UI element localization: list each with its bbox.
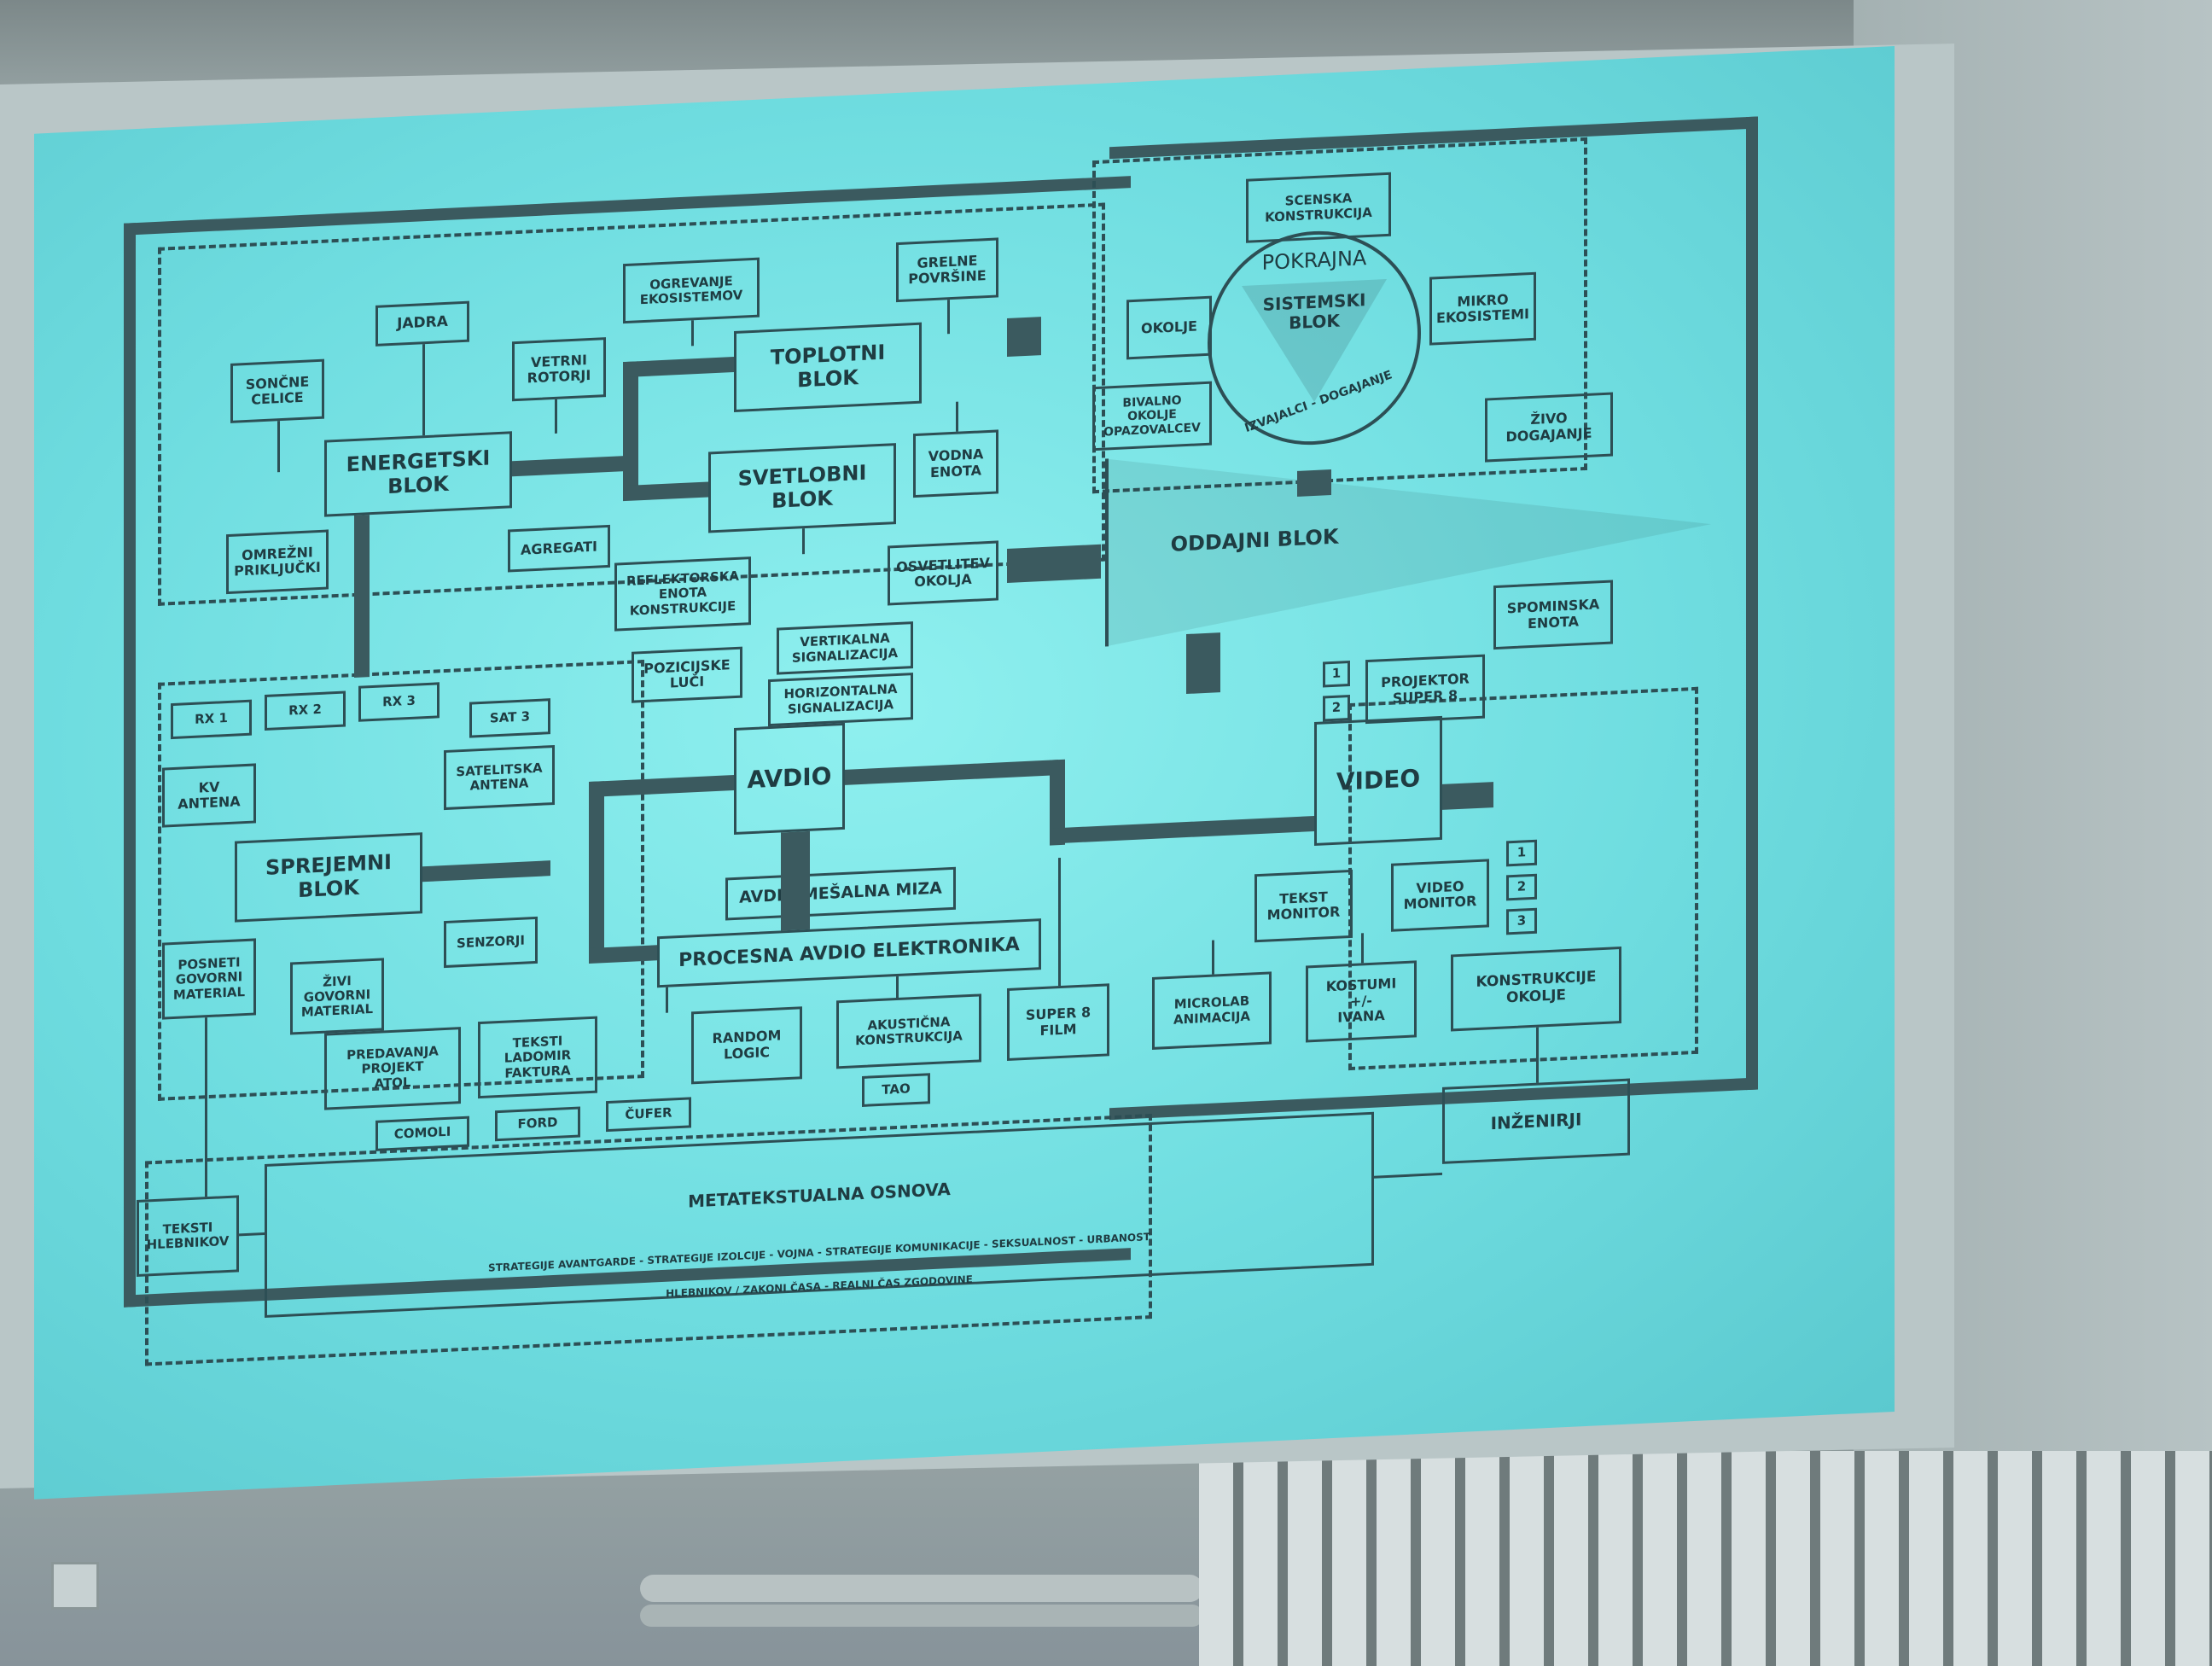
diagram-box: KV ANTENA — [162, 763, 256, 828]
diagram-box: POZICIJSKE LUČI — [632, 646, 742, 703]
diagram-box: RX 1 — [171, 699, 252, 740]
diagram-label: SISTEMSKI BLOK — [1262, 289, 1366, 334]
diagram-box: 1 — [1506, 839, 1537, 867]
wall-socket — [51, 1562, 99, 1610]
connector — [422, 344, 425, 436]
diagram-box: 2 — [1323, 695, 1350, 722]
diagram-box: SENZORJI — [444, 916, 538, 969]
diagram-box: COMOLI — [375, 1116, 469, 1151]
diagram-box: REFLEKTORSKA ENOTA KONSTRUKCIJE — [614, 556, 751, 632]
connector — [1007, 544, 1101, 583]
diagram-box: POSNETI GOVORNI MATERIAL — [162, 938, 256, 1020]
diagram-box: JADRA — [375, 300, 469, 347]
diagram-box: SPREJEMNI BLOK — [235, 832, 422, 923]
diagram-box: RX 3 — [358, 682, 439, 722]
diagram-box: OMREŽNI PRIKLJUČKI — [226, 529, 329, 595]
diagram-box: TAO — [862, 1073, 930, 1107]
diagram-box: AVDIO — [734, 722, 845, 836]
diagram-box: 3 — [1506, 907, 1537, 935]
connector — [1058, 857, 1061, 987]
diagram-box: SPOMINSKA ENOTA — [1493, 580, 1613, 650]
connector — [1186, 632, 1220, 695]
diagram-box: 1 — [1323, 661, 1350, 688]
connector — [555, 399, 557, 434]
connector — [1361, 933, 1364, 964]
connector — [589, 781, 604, 962]
connector — [802, 528, 805, 555]
diagram-box: ENERGETSKI BLOK — [324, 431, 512, 517]
diagram-box: KOSTUMI +/- IVANA — [1306, 960, 1417, 1043]
diagram-box: TEKSTI HLEBNIKOV — [137, 1195, 239, 1278]
diagram-box: ČUFER — [606, 1097, 691, 1133]
radiator — [1199, 1451, 2212, 1666]
meta-title: METATEKSTUALNA OSNOVA — [688, 1179, 951, 1212]
diagram-box: GRELNE POVRŠINE — [896, 237, 998, 303]
diagram-box: VIDEO — [1314, 715, 1442, 846]
connector — [205, 1017, 207, 1197]
diagram-box: SAT 3 — [469, 698, 550, 738]
connector — [1374, 1172, 1442, 1179]
diagram-box: PREDAVANJA PROJEKT ATOL — [324, 1027, 461, 1110]
diagram-box: HORIZONTALNA SIGNALIZACIJA — [768, 673, 913, 727]
diagram-box: KONSTRUKCIJE OKOLJE — [1451, 947, 1621, 1032]
connector — [277, 421, 280, 473]
connector — [589, 945, 657, 964]
diagram-box: SATELITSKA ANTENA — [444, 744, 555, 811]
diagram-box: VODNA ENOTA — [913, 429, 998, 498]
diagram-label: POKRAJNA — [1261, 246, 1367, 276]
pipe — [640, 1575, 1203, 1602]
diagram-box: OSVETLITEV OKOLJA — [888, 540, 998, 606]
meta-line: STRATEGIJE AVANTGARDE - STRATEGIJE IZOLC… — [488, 1230, 1150, 1274]
diagram-box: SUPER 8 FILM — [1007, 983, 1109, 1061]
diagram-box: OGREVANJE EKOSISTEMOV — [623, 257, 760, 324]
diagram-box: RANDOM LOGIC — [691, 1006, 802, 1085]
diagram-box: TEKST MONITOR — [1254, 869, 1353, 943]
diagram-box: SVETLOBNI BLOK — [708, 443, 896, 533]
diagram-box: MIKRO EKOSISTEMI — [1429, 271, 1536, 346]
connector — [896, 976, 899, 999]
diagram-box: 2 — [1506, 873, 1537, 901]
diagram-box: OKOLJE — [1126, 295, 1212, 360]
connector — [1007, 317, 1041, 357]
connector — [354, 515, 370, 679]
diagram-box: VERTIKALNA SIGNALIZACIJA — [777, 621, 913, 675]
diagram-box: INŽENIRJI — [1442, 1078, 1630, 1164]
connector — [666, 987, 668, 1013]
diagram-box: PROJEKTOR SUPER 8 — [1365, 654, 1485, 725]
diagram-box: AGREGATI — [508, 524, 610, 573]
diagram-box: TOPLOTNI BLOK — [734, 322, 922, 413]
diagram-box: VETRNI ROTORJI — [512, 337, 606, 402]
connector — [1212, 940, 1214, 975]
connector — [1442, 782, 1493, 810]
diagram-box: FORD — [495, 1106, 580, 1142]
projected-slide: JADRA SONČNE CELICE VETRNI ROTORJI ENERG… — [34, 45, 1895, 1500]
connector — [691, 320, 694, 347]
connector — [1297, 469, 1331, 497]
diagram-box: BIVALNO OKOLJE OPAZOVALCEV — [1092, 381, 1212, 451]
connector — [623, 361, 638, 499]
connector — [956, 401, 958, 432]
diagram-box: MICROLAB ANIMACIJA — [1152, 971, 1272, 1050]
projection-screen: JADRA SONČNE CELICE VETRNI ROTORJI ENERG… — [0, 44, 1954, 1500]
diagram-box: VIDEO MONITOR — [1391, 859, 1489, 932]
connector — [947, 300, 950, 335]
diagram-box: SONČNE CELICE — [230, 358, 324, 423]
diagram-box: ŽIVI GOVORNI MATERIAL — [290, 958, 384, 1035]
pipe — [640, 1605, 1203, 1627]
diagram-box: AKUSTIČNA KONSTRUKCIJA — [836, 993, 981, 1069]
connector — [1536, 1027, 1539, 1083]
connector — [781, 830, 810, 931]
diagram-box: RX 2 — [265, 690, 346, 731]
diagram-box: TEKSTI LADOMIR FAKTURA — [478, 1016, 597, 1099]
